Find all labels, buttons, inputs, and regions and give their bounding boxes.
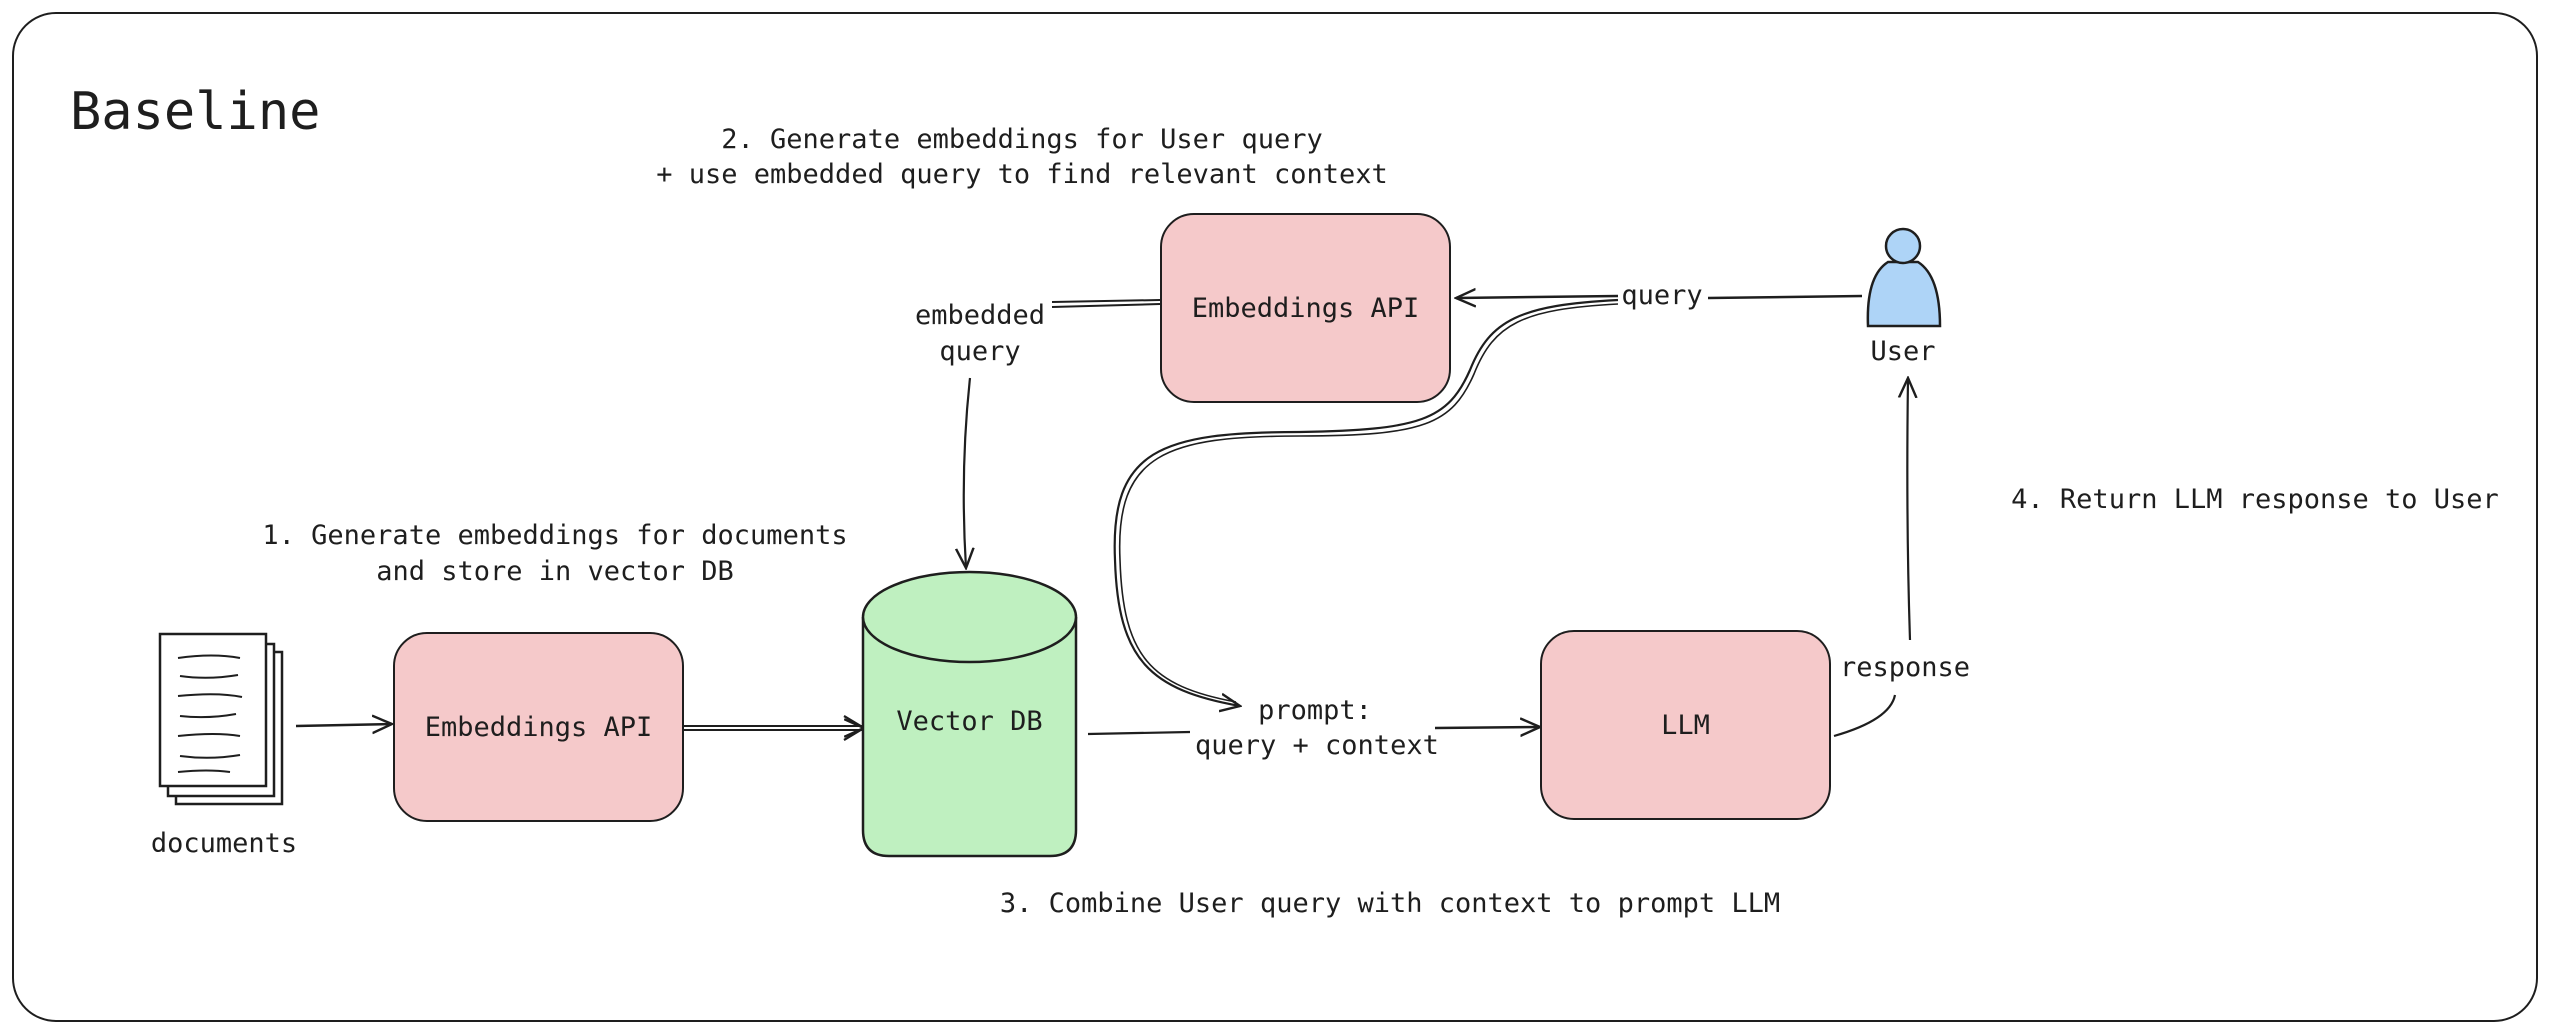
documents-label: documents bbox=[150, 828, 298, 859]
step3-label: 3. Combine User query with context to pr… bbox=[999, 888, 1781, 919]
arrow-query-to-prompt bbox=[1113, 298, 1619, 706]
edge-label-prompt-line1: prompt: bbox=[1258, 695, 1372, 726]
line-user-query bbox=[1707, 294, 1863, 300]
edge-label-prompt-line2: query + context bbox=[1195, 730, 1439, 761]
step1-line1: 1. Generate embeddings for documents bbox=[262, 520, 848, 551]
step1-line2: and store in vector DB bbox=[376, 556, 734, 587]
llm-label: LLM bbox=[1661, 709, 1710, 741]
arrow-embedded-query-to-vectordb bbox=[964, 377, 970, 568]
embeddings-api-documents-label: Embeddings API bbox=[424, 711, 653, 743]
step2-line2: + use embedded query to find relevant co… bbox=[656, 159, 1388, 190]
embeddings-api-query-box: Embeddings API bbox=[1160, 213, 1451, 403]
user-icon bbox=[1866, 227, 1942, 328]
embeddings-api-query-label: Embeddings API bbox=[1191, 292, 1420, 324]
arrow-documents-to-embeddings bbox=[295, 724, 392, 726]
arrow-embeddings-to-vectordb bbox=[684, 725, 862, 731]
llm-box: LLM bbox=[1540, 630, 1831, 820]
step4-label: 4. Return LLM response to User bbox=[2011, 484, 2499, 515]
embeddings-api-documents-box: Embeddings API bbox=[393, 632, 684, 822]
line-llm-to-response bbox=[1833, 694, 1897, 738]
diagram-frame bbox=[12, 12, 2538, 1022]
user-label: User bbox=[1870, 336, 1936, 367]
edge-label-response: response bbox=[1839, 652, 1971, 683]
line-vectordb-to-prompt bbox=[1087, 730, 1191, 736]
vector-db-cylinder bbox=[861, 570, 1078, 858]
arrow-prompt-to-llm bbox=[1434, 727, 1540, 728]
vector-db-label: Vector DB bbox=[896, 706, 1043, 737]
step2-line1: 2. Generate embeddings for User query bbox=[721, 124, 1323, 155]
diagram-title: Baseline bbox=[70, 82, 321, 142]
documents-icon bbox=[158, 632, 284, 806]
arrow-query-to-embeddings bbox=[1456, 296, 1619, 298]
edge-label-embedded-query-line1: embedded bbox=[914, 300, 1046, 331]
edge-label-query: query bbox=[1621, 280, 1703, 311]
arrow-response-to-user bbox=[1907, 378, 1910, 641]
edge-label-embedded-query-line2: query bbox=[939, 336, 1021, 367]
line-embeddings-to-embedded-query bbox=[1051, 299, 1161, 308]
